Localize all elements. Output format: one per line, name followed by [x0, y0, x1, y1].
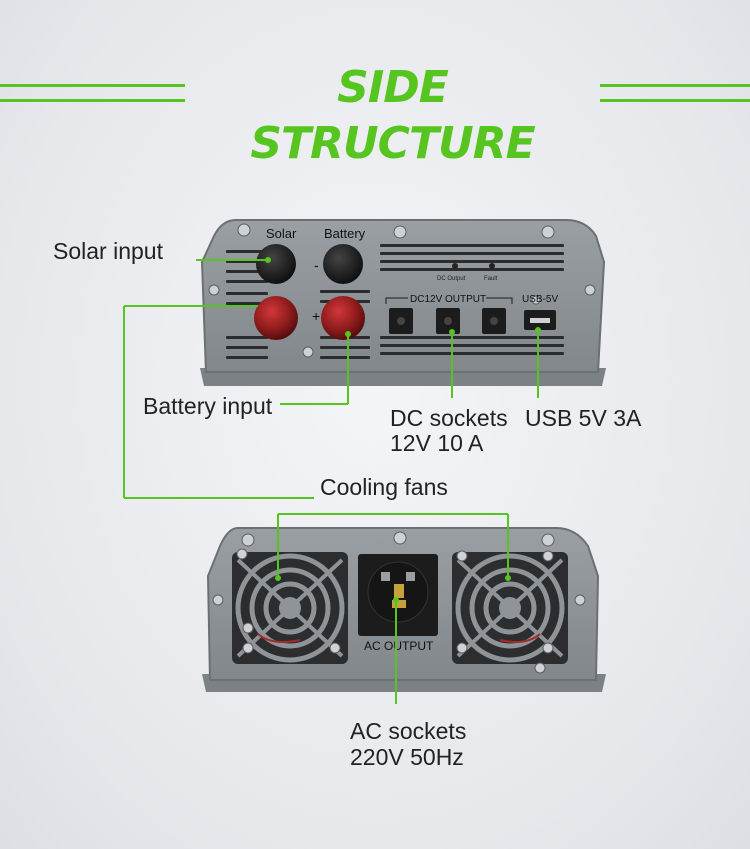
dc-sockets-callout-line2: 12V 10 A — [390, 430, 484, 456]
solar-panel-label: Solar — [266, 226, 297, 241]
minus-sign: - — [314, 257, 319, 273]
callout-leaders — [123, 259, 539, 704]
fault-led — [489, 263, 495, 269]
dc-output-group-label: DC12V OUTPUT — [410, 294, 486, 305]
bottom-screws — [212, 531, 586, 674]
ac-sockets-callout-line2: 220V 50Hz — [350, 744, 464, 770]
cooling-fans-callout: Cooling fans — [320, 474, 448, 500]
bottom-inverter-panel — [202, 527, 606, 692]
ac-output-label: AC OUTPUT — [364, 639, 434, 653]
solar-terminals — [256, 244, 363, 284]
top-vents-right — [380, 244, 564, 355]
callout-dots — [265, 257, 541, 603]
dc-sockets — [389, 308, 506, 334]
dc-output-led — [452, 263, 458, 269]
usb-callout: USB 5V 3A — [525, 405, 642, 431]
dc-sockets-callout-line1: DC sockets — [390, 405, 508, 431]
section-heading: SIDE STRUCTURE — [0, 60, 750, 169]
solar-input-callout: Solar input — [53, 238, 163, 264]
page-title: SIDE STRUCTURE — [250, 62, 535, 169]
fault-indicator-label: Fault — [484, 276, 498, 282]
ac-outlet — [358, 554, 438, 636]
top-screws — [208, 223, 596, 358]
battery-panel-label: Battery — [324, 226, 366, 241]
heading-rule-left — [0, 84, 185, 102]
left-cooling-fan — [232, 552, 348, 664]
top-inverter-panel — [200, 219, 606, 386]
right-cooling-fan — [452, 552, 568, 664]
ac-sockets-callout-line1: AC sockets — [350, 718, 467, 744]
dc-output-indicator-label: DC Output — [437, 276, 466, 282]
usb-port — [524, 310, 556, 330]
plus-sign: + — [312, 308, 320, 324]
dc-output-bracket — [385, 297, 513, 304]
battery-terminals — [254, 296, 365, 340]
heading-rule-right — [600, 84, 750, 102]
battery-input-callout: Battery input — [143, 393, 273, 419]
usb-group-label: USB-5V — [522, 294, 558, 305]
